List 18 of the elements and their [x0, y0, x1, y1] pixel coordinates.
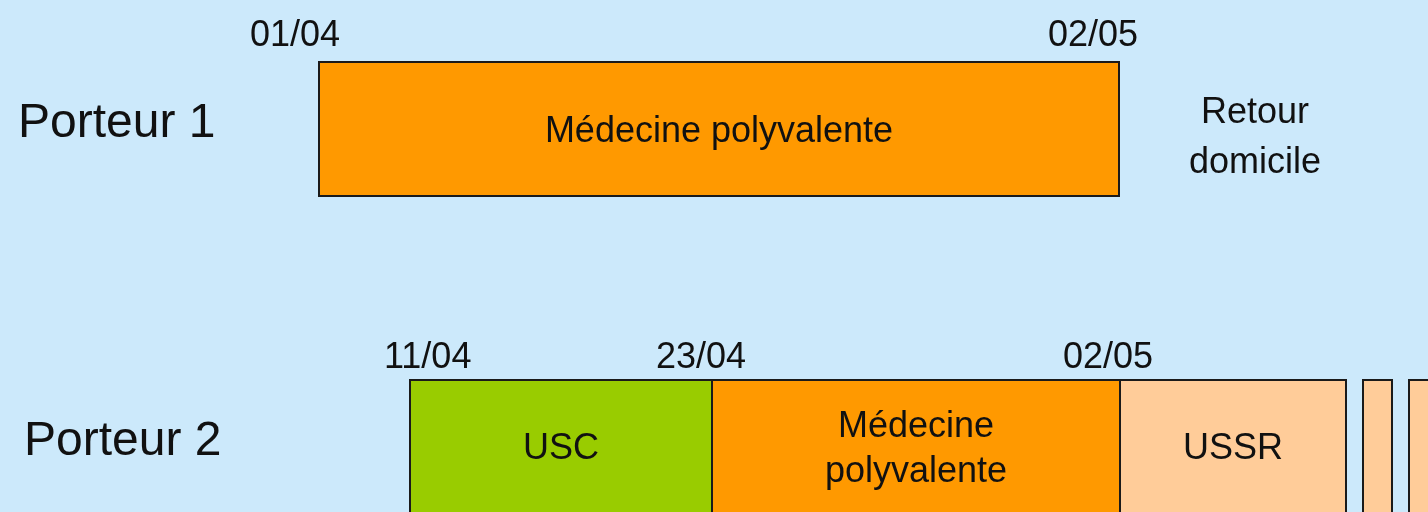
date-label: 23/04	[656, 334, 747, 378]
stay-bar	[1119, 379, 1347, 512]
outcome-text: Retour domicile	[1187, 89, 1322, 184]
row-label: Porteur 2	[24, 411, 222, 467]
stay-text: USC	[523, 425, 599, 469]
stay-text: USSR	[1183, 425, 1283, 469]
date-label: 02/05	[1063, 334, 1154, 378]
row-label: Porteur 1	[18, 93, 216, 149]
stay-bar	[409, 379, 713, 512]
stay-bar	[711, 379, 1121, 512]
stay-bar	[1362, 379, 1393, 512]
date-label: 02/05	[1048, 12, 1139, 56]
stay-text: Médecine polyvalente	[544, 107, 894, 152]
stay-text: Médecine polyvalente	[823, 402, 1009, 492]
stay-bar	[1408, 379, 1428, 512]
date-label: 01/04	[250, 12, 341, 56]
stay-bar	[318, 61, 1120, 197]
date-label: 11/04	[384, 334, 472, 378]
